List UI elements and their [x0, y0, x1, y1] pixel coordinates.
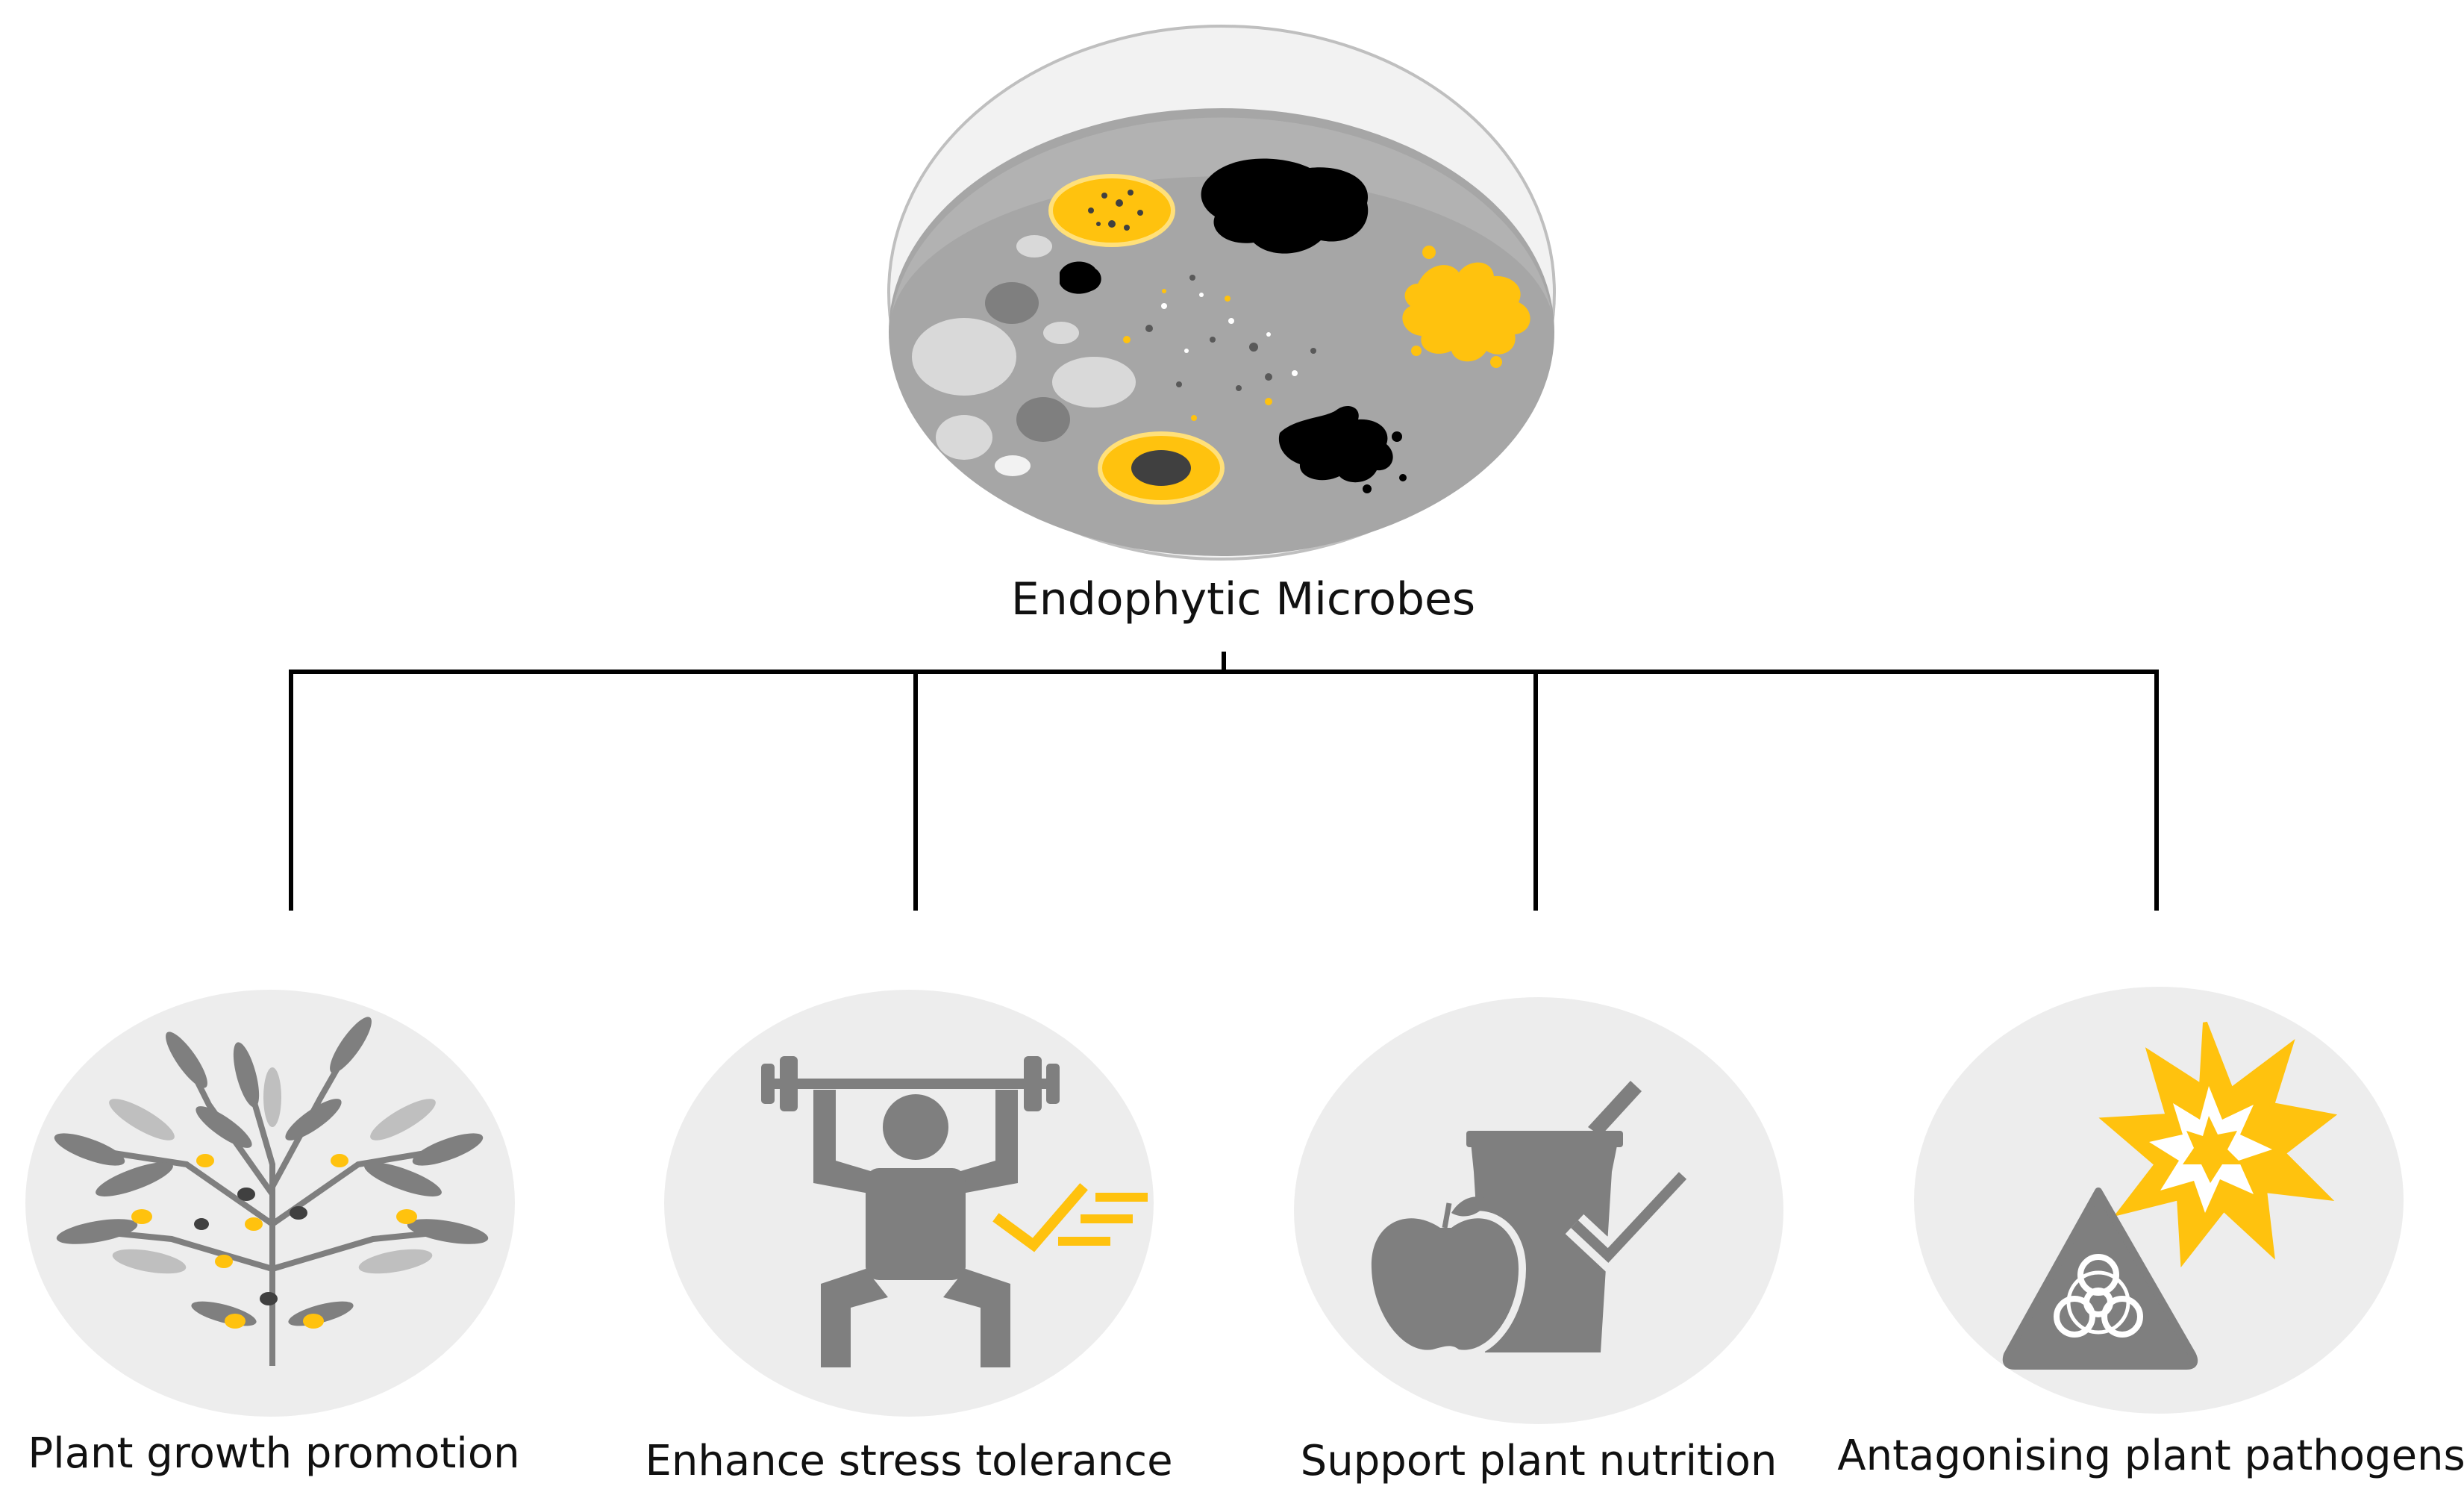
- branch-label-stress-tolerance: Enhance stress tolerance: [645, 1437, 1173, 1485]
- weightlifter-icon: [761, 1056, 1148, 1367]
- branch-label-plant-nutrition: Support plant nutrition: [1300, 1437, 1777, 1485]
- root-label: Endophytic Microbes: [1010, 573, 1476, 625]
- branch-label-plant-growth: Plant growth promotion: [28, 1429, 520, 1478]
- connector-tree: [289, 652, 2159, 911]
- plant-branch-icon: [54, 1017, 489, 1366]
- apple-drink-icon: [1363, 1081, 1693, 1358]
- petri-dish-icon: [887, 25, 1556, 561]
- branch-label-pathogens: Antagonising plant pathogens: [1837, 1432, 2464, 1480]
- biohazard-explosion-icon: [2002, 1021, 2338, 1370]
